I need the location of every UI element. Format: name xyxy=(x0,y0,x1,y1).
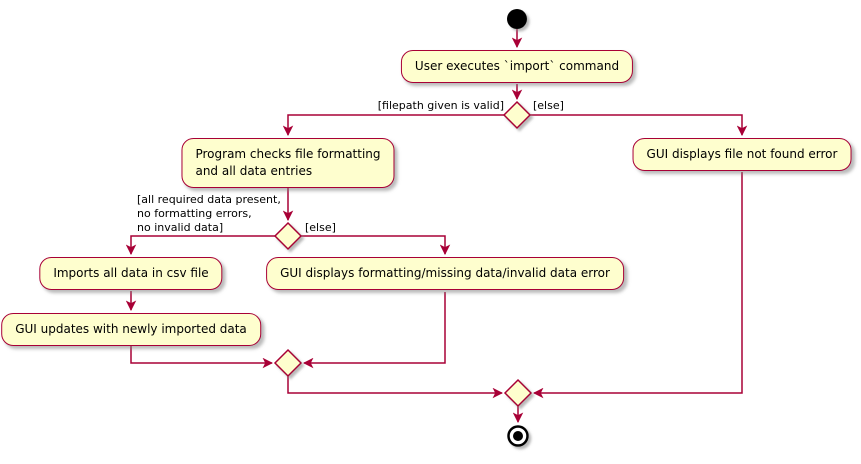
edge-gui-updates-to-merge1 xyxy=(130,345,274,369)
activity-program-checks-formatting: Program checks file formatting and all d… xyxy=(181,138,395,188)
end-node xyxy=(507,425,529,447)
activity-imports-csv-data: Imports all data in csv file xyxy=(39,257,223,290)
merge-final-diamond xyxy=(503,378,533,408)
edge-decision2-to-imports-csv xyxy=(125,235,275,256)
end-node-inner-dot xyxy=(513,431,523,441)
edge-decision1-to-check-formatting xyxy=(282,114,504,137)
guard-data-else: [else] xyxy=(305,221,336,234)
guard-filepath-valid: [filepath given is valid] xyxy=(377,99,504,112)
merge-data-branches-diamond xyxy=(273,348,303,378)
decision-data-valid-diamond xyxy=(273,221,303,251)
edge-merge1-to-merge2 xyxy=(287,376,504,399)
guard-data-valid: [all required data present, no formattin… xyxy=(137,193,281,234)
decision-filepath-diamond xyxy=(502,100,532,130)
activity-gui-updates: GUI updates with newly imported data xyxy=(1,313,261,346)
edge-decision2-to-data-error xyxy=(301,235,451,256)
start-node xyxy=(507,9,527,29)
activity-user-executes-import: User executes `import` command xyxy=(400,50,634,83)
activity-gui-file-not-found-error: GUI displays file not found error xyxy=(632,138,852,171)
guard-filepath-else: [else] xyxy=(533,99,564,112)
edge-data-error-to-merge1 xyxy=(302,292,446,369)
edge-file-error-to-merge2 xyxy=(532,172,743,399)
edge-decision1-to-file-error xyxy=(530,114,748,137)
activity-gui-data-error: GUI displays formatting/missing data/inv… xyxy=(266,257,624,290)
